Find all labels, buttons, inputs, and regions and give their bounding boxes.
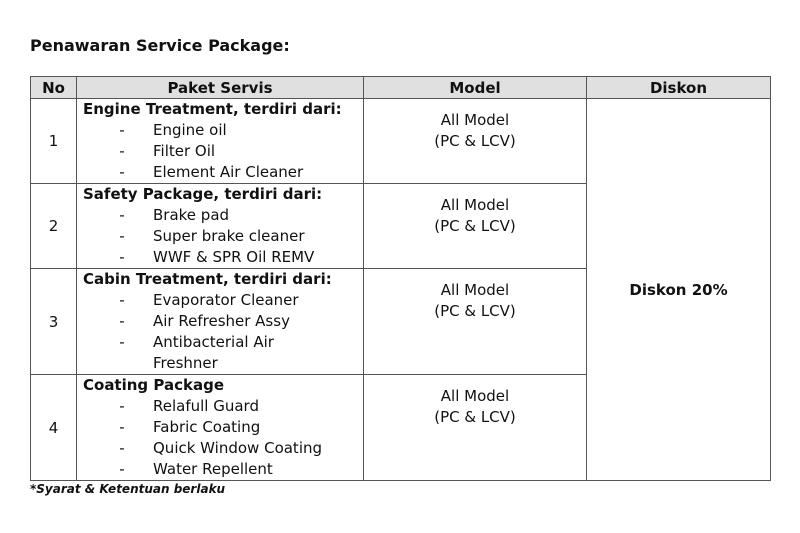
model-line: All Model (440, 387, 510, 405)
list-item: - Fabric Coating (83, 417, 363, 438)
dash: - (119, 333, 125, 351)
dash: - (119, 121, 125, 139)
dash: - (119, 397, 125, 415)
item-label: Air Refresher Assy (153, 312, 290, 330)
list-item: - Antibacterial Air (83, 332, 363, 353)
model-cell: All Model (PC & LCV) (363, 268, 587, 375)
package-heading: Coating Package (83, 376, 224, 394)
dash: - (119, 206, 125, 224)
model-line: (PC & LCV) (434, 408, 516, 426)
list-item: - Super brake cleaner (83, 226, 363, 247)
list-item: - Brake pad (83, 205, 363, 226)
terms-note: *Syarat & Ketentuan berlaku (30, 482, 226, 496)
discount-cell: Diskon 20% (586, 98, 771, 481)
item-label: Brake pad (153, 206, 230, 224)
list-item: - Evaporator Cleaner (83, 290, 363, 311)
dash: - (119, 312, 125, 330)
dash: - (119, 291, 125, 309)
service-package-table: No Paket Servis Model Diskon 1 Engine Tr… (30, 76, 771, 481)
dash (83, 353, 153, 374)
row-number: 3 (30, 268, 77, 375)
dash: - (119, 460, 125, 478)
dash: - (119, 418, 125, 436)
row-number: 2 (30, 183, 77, 269)
package-cell: Safety Package, terdiri dari:-Brake pad-… (76, 183, 364, 269)
table-row: 4 Coating Package - Relafull Guard - Fabric … (30, 374, 771, 481)
model-line: All Model (440, 281, 510, 299)
list-item: - Element Air Cleaner (83, 162, 363, 183)
package-cell: Cabin Treatment, terdiri dari: - Evaporato… (76, 268, 364, 375)
item-label: Water Repellent (153, 460, 273, 478)
page-title: Penawaran Service Package: (30, 36, 290, 55)
list-item: - Water Repellent (83, 459, 363, 480)
list-item: - WWF & SPR Oil REMV (83, 247, 363, 268)
header-diskon: Diskon (586, 76, 771, 99)
table-row: 3 Cabin Treatment, terdiri dari: - Evapora… (30, 268, 771, 375)
header-paket: Paket Servis (76, 76, 364, 99)
model-line: All Model (440, 111, 510, 129)
package-heading: Safety Package, terdiri dari: (83, 185, 323, 203)
dash: - (119, 163, 125, 181)
item-label: Filter Oil (153, 142, 216, 160)
item-label: Freshner (153, 354, 218, 372)
model-line: (PC & LCV) (434, 217, 516, 235)
model-line: (PC & LCV) (434, 302, 516, 320)
model-line: (PC & LCV) (434, 132, 516, 150)
item-label: Fabric Coating (153, 418, 261, 436)
model-cell: All Model (PC & LCV) (363, 183, 587, 269)
package-heading: Engine Treatment, terdiri dari: (83, 100, 342, 118)
model-cell: All Model (PC & LCV) (363, 98, 587, 184)
package-cell: Coating Package - Relafull Guard - Fabric Co… (76, 374, 364, 481)
model-line: All Model (440, 196, 510, 214)
dash: - (119, 227, 125, 245)
table-row: 1 Engine Treatment, terdiri dari:-Engine… (30, 98, 771, 481)
package-heading: Cabin Treatment, terdiri dari: (83, 270, 332, 288)
header-no: No (30, 76, 77, 99)
list-item: - Air Refresher Assy (83, 311, 363, 332)
table-row: 2 Safety Package, terdiri dari: - Brake pa… (30, 183, 771, 269)
item-label: Super brake cleaner (153, 227, 305, 245)
item-label: Evaporator Cleaner (153, 291, 299, 309)
package-cell: Engine Treatment, terdiri dari: - Engine o… (76, 98, 364, 184)
list-item: - Filter Oil (83, 141, 363, 162)
item-label: Engine oil (153, 121, 227, 139)
dash: - (119, 248, 125, 266)
item-label: Quick Window Coating (153, 439, 323, 457)
row-number: 4 (30, 374, 77, 481)
model-cell: All Model (PC & LCV) (363, 374, 587, 481)
list-item: - Relafull Guard (83, 396, 363, 417)
header-model: Model (363, 76, 587, 99)
table-header: No Paket Servis Model Diskon (30, 76, 771, 99)
dash: - (119, 142, 125, 160)
list-item: Freshner (83, 353, 363, 374)
item-label: Element Air Cleaner (153, 163, 304, 181)
list-item: - Engine oil (83, 120, 363, 141)
item-label: Relafull Guard (153, 397, 259, 415)
list-item: - Quick Window Coating (83, 438, 363, 459)
dash: - (119, 439, 125, 457)
row-number: 1 (30, 98, 77, 184)
item-label: Antibacterial Air (153, 333, 274, 351)
item-label: WWF & SPR Oil REMV (153, 248, 315, 266)
